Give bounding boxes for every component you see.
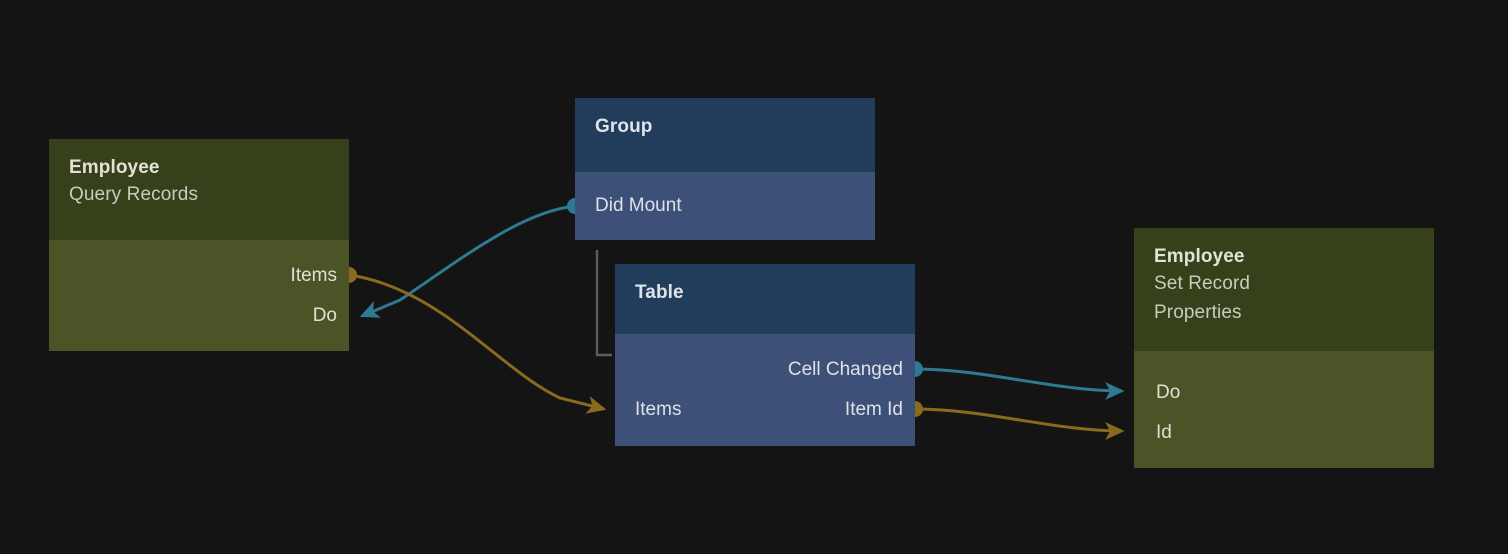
port-items-in[interactable]: Items (635, 400, 681, 420)
node-header[interactable]: Table (615, 264, 915, 334)
port-cell-changed-out[interactable]: Cell Changed (788, 360, 903, 380)
node-title: Group (595, 116, 653, 137)
port-label: Items (635, 399, 682, 420)
port-label: Items (290, 265, 337, 286)
node-employee-query-records[interactable]: Employee Query Records Items Do (49, 139, 349, 351)
node-subtitle: Query Records (69, 184, 199, 205)
node-header[interactable]: Employee Set Record Properties (1134, 228, 1434, 351)
group-bracket (595, 250, 612, 357)
node-employee-set-record-properties[interactable]: Employee Set Record Properties Do Id (1134, 228, 1434, 468)
port-label: Do (1156, 382, 1181, 403)
port-label: Item Id (844, 399, 903, 420)
port-id-in[interactable]: Id (1156, 423, 1172, 443)
port-label: Do (312, 305, 337, 326)
node-body[interactable]: Cell Changed Items Item Id (615, 334, 915, 446)
node-subtitle-line-1: Set Record (1154, 273, 1251, 294)
wire-items-to-table-items (348, 273, 607, 414)
node-body[interactable]: Items Do (49, 240, 349, 351)
wire-didmount-to-do (359, 204, 576, 318)
node-header[interactable]: Group (575, 98, 875, 172)
node-body[interactable]: Do Id (1134, 351, 1434, 468)
wire-itemid-to-id (914, 407, 1125, 440)
port-did-mount-in[interactable]: Did Mount (595, 196, 682, 216)
node-body[interactable]: Did Mount (575, 172, 875, 240)
wire-cellchanged-to-do (914, 367, 1125, 400)
node-header[interactable]: Employee Query Records (49, 139, 349, 240)
node-subtitle-line-2: Properties (1154, 302, 1242, 323)
port-label: Cell Changed (787, 359, 903, 380)
port-label: Did Mount (595, 195, 682, 216)
node-title: Employee (1154, 246, 1245, 267)
node-group[interactable]: Group Did Mount (575, 98, 875, 240)
port-do-out[interactable]: Do (313, 306, 337, 326)
node-title: Employee (69, 157, 160, 178)
node-title: Table (635, 282, 684, 303)
port-label: Id (1156, 422, 1172, 443)
port-item-id-out[interactable]: Item Id (845, 400, 903, 420)
node-table[interactable]: Table Cell Changed Items Item Id (615, 264, 915, 446)
port-items-out[interactable]: Items (291, 266, 337, 286)
port-do-in[interactable]: Do (1156, 383, 1180, 403)
